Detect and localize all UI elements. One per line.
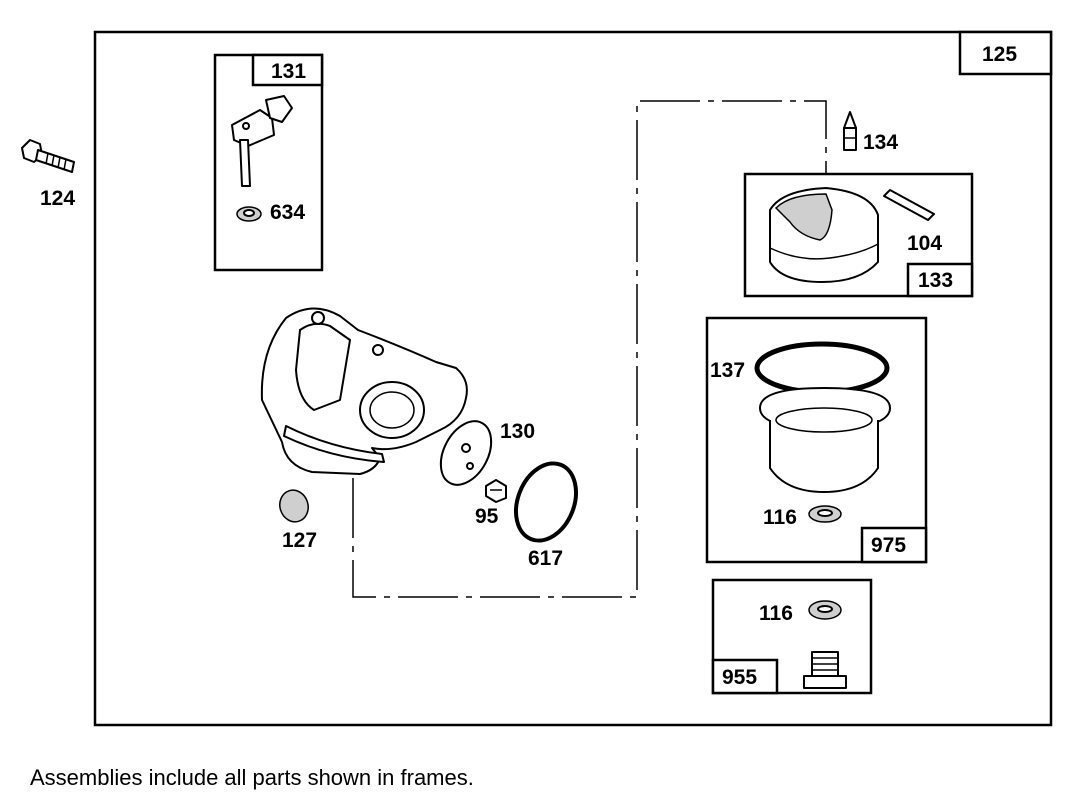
frame-955-label[interactable]: 955	[722, 666, 757, 689]
frame-975-label-box	[860, 526, 928, 564]
float-bowl-part[interactable]	[759, 387, 891, 493]
plug-127-part[interactable]	[276, 486, 313, 525]
o-ring-617-part[interactable]	[505, 454, 587, 549]
choke-shaft-part[interactable]	[231, 95, 293, 187]
frame-133-label-box	[906, 262, 974, 298]
callout-634[interactable]: 634	[270, 201, 305, 224]
carburetor-body-part[interactable]	[260, 307, 468, 475]
washer-116-bowl-part[interactable]	[808, 505, 842, 523]
callout-130[interactable]: 130	[500, 420, 535, 443]
needle-134-part[interactable]	[843, 111, 857, 151]
main-assembly-frame	[93, 30, 1053, 727]
bolt-124-part[interactable]	[21, 139, 75, 173]
frame-955-label-box	[711, 658, 779, 695]
frame-955	[711, 578, 873, 695]
pin-104-part[interactable]	[883, 189, 935, 221]
callout-116-bowl[interactable]: 116	[763, 506, 797, 529]
frame-131-label[interactable]: 131	[271, 60, 306, 83]
callout-116-screw[interactable]: 116	[759, 602, 793, 625]
frame-975-label[interactable]: 975	[871, 534, 906, 557]
footer-note: Assemblies include all parts shown in fr…	[30, 765, 474, 790]
frame-133	[743, 172, 974, 298]
callout-104[interactable]: 104	[907, 232, 942, 255]
frame-975	[705, 316, 928, 564]
main-assembly-label[interactable]: 125	[982, 43, 1017, 66]
frame-133-label[interactable]: 133	[918, 269, 953, 292]
callout-124[interactable]: 124	[40, 187, 75, 210]
callout-617[interactable]: 617	[528, 547, 563, 570]
callout-134[interactable]: 134	[863, 131, 898, 154]
callout-95[interactable]: 95	[475, 505, 499, 528]
callout-127[interactable]: 127	[282, 529, 317, 552]
bowl-screw-part[interactable]	[803, 651, 847, 689]
float-part[interactable]	[769, 187, 879, 283]
assembly-leader-line	[352, 100, 827, 598]
plate-130-part[interactable]	[431, 413, 502, 494]
frame-131-label-box	[251, 53, 324, 87]
main-assembly-label-box	[958, 30, 1053, 76]
callout-137[interactable]: 137	[710, 359, 745, 382]
washer-116-screw-part[interactable]	[808, 600, 842, 620]
seal-634-part[interactable]	[236, 206, 262, 222]
bowl-gasket-137-part[interactable]	[754, 341, 890, 395]
frame-131	[213, 53, 324, 272]
screw-95-part[interactable]	[485, 479, 507, 503]
